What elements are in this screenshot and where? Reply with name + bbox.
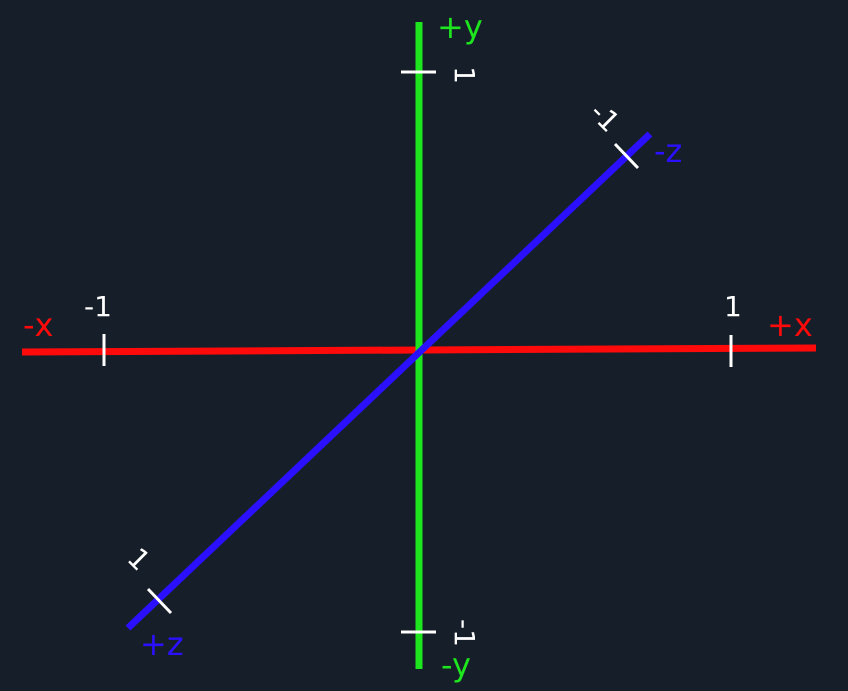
z-neg-label: -z: [654, 132, 682, 170]
y-neg-tick-label: -1: [448, 619, 481, 647]
y-pos-tick-label: 1: [448, 66, 481, 84]
x-pos-tick-label: 1: [724, 290, 742, 323]
z-pos-tick: [146, 587, 173, 615]
z-axis-line: [125, 131, 653, 631]
x-neg-label: -x: [23, 306, 53, 344]
y-neg-label: -y: [441, 646, 471, 684]
x-pos-label: +x: [767, 306, 813, 344]
z-pos-label: +z: [140, 625, 184, 663]
y-pos-label: +y: [437, 8, 483, 46]
x-neg-tick-label: -1: [84, 290, 112, 323]
z-neg-tick: [613, 142, 640, 170]
